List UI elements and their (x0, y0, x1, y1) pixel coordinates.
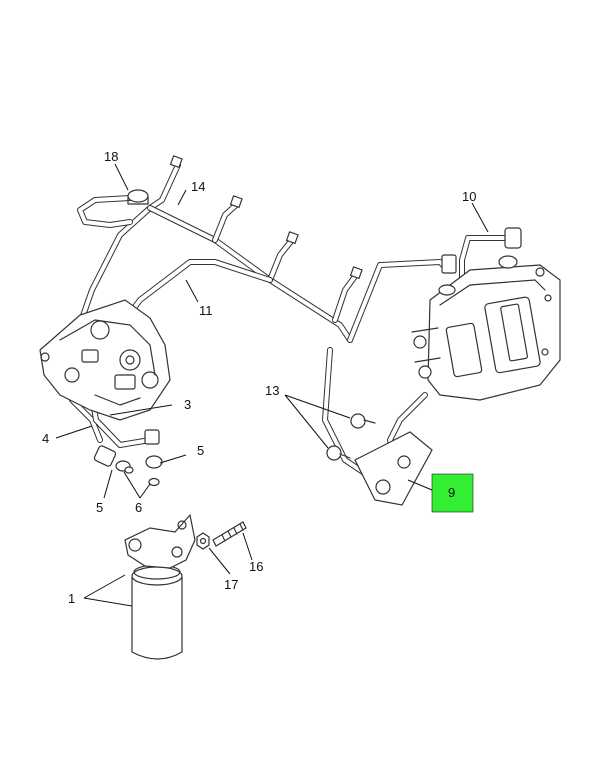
callout-3: 3 (184, 397, 191, 412)
callout-11: 11 (199, 303, 213, 318)
callout-6: 6 (135, 500, 142, 515)
nut-17 (196, 532, 210, 550)
fuel-filter-1 (124, 513, 196, 660)
part-9-highlight[interactable] (431, 473, 474, 513)
fuel-line-11 (107, 259, 451, 343)
banjo-fitting-5-left (93, 445, 134, 474)
callout-labels: 1 3 4 5 5 6 9 10 11 13 14 16 17 18 (42, 149, 476, 606)
callout-1: 1 (68, 591, 75, 606)
fuel-line-10 (459, 235, 518, 283)
line-fittings (169, 155, 522, 280)
engine-control-module (411, 255, 561, 401)
callout-14: 14 (191, 179, 205, 194)
callout-4: 4 (42, 431, 49, 446)
callout-16: 16 (249, 559, 263, 574)
callout-18: 18 (104, 149, 118, 164)
callout-13: 13 (265, 383, 279, 398)
callout-5-left: 5 (96, 500, 103, 515)
clamp-18 (127, 189, 149, 205)
leader-lines (55, 163, 489, 607)
callout-10: 10 (462, 189, 476, 204)
banjo-fitting-5-right (144, 429, 163, 487)
callout-9: 9 (448, 485, 455, 500)
hose-loop (77, 195, 133, 228)
fuel-injection-pump (39, 299, 171, 421)
callout-17: 17 (224, 577, 238, 592)
mounting-bracket (354, 431, 433, 506)
callout-5-right: 5 (197, 443, 204, 458)
bolt-13-upper (350, 413, 376, 429)
bolt-13-lower (326, 445, 351, 461)
stud-16 (212, 521, 247, 547)
